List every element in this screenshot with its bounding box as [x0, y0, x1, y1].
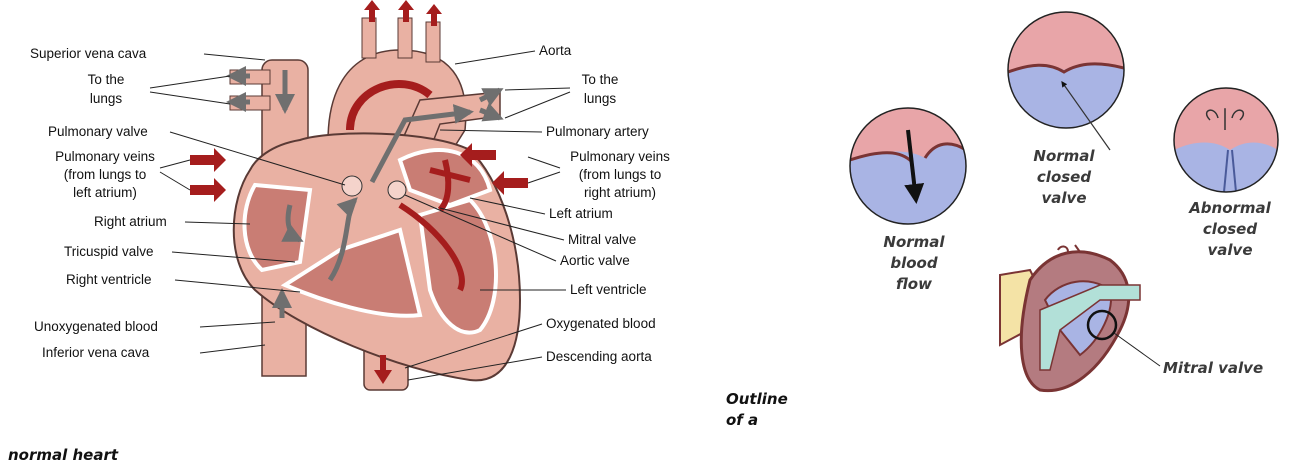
label-unoxygenated-blood: Unoxygenated blood	[34, 319, 158, 334]
label-superior-vena-cava: Superior vena cava	[30, 46, 147, 61]
label-normal-closed-valve-1: Normal	[1033, 147, 1095, 165]
caption-line-3: normal heart	[8, 446, 119, 464]
label-mitral-valve: Mitral valve	[568, 232, 636, 247]
normal-closed-valve-circle	[1008, 12, 1124, 150]
label-inferior-vena-cava: Inferior vena cava	[42, 345, 150, 360]
label-pulmonary-veins-left-1: Pulmonary veins	[55, 149, 155, 164]
label-oxygenated-blood: Oxygenated blood	[546, 316, 656, 331]
right-atrium-chamber	[245, 185, 310, 270]
label-pulmonary-veins-right-2: (from lungs to	[579, 167, 662, 182]
label-right-ventricle: Right ventricle	[66, 272, 152, 287]
aortic-valve-shape	[388, 181, 406, 199]
label-descending-aorta: Descending aorta	[546, 349, 652, 364]
label-normal-blood-flow-3: flow	[896, 275, 932, 293]
label-right-atrium: Right atrium	[94, 214, 167, 229]
label-to-lungs-right-2: lungs	[584, 91, 617, 106]
label-pulmonary-artery: Pulmonary artery	[546, 124, 649, 139]
label-normal-blood-flow-2: blood	[890, 254, 937, 272]
label-to-lungs-right-1: To the	[582, 72, 619, 87]
pulmonary-valve-shape	[342, 176, 362, 196]
label-to-lungs-left-2: lungs	[90, 91, 123, 106]
label-tricuspid-valve: Tricuspid valve	[64, 244, 154, 259]
label-to-lungs-left-1: To the	[88, 72, 125, 87]
label-pulmonary-veins-right-3: right atrium)	[584, 185, 656, 200]
label-pulmonary-veins-right-1: Pulmonary veins	[570, 149, 670, 164]
label-pulmonary-veins-left-2: (from lungs to	[64, 167, 147, 182]
label-left-atrium: Left atrium	[549, 206, 613, 221]
label-aorta: Aorta	[539, 43, 572, 58]
label-abnormal-closed-valve-1: Abnormal	[1188, 199, 1271, 217]
normal-blood-flow-circle	[850, 108, 966, 224]
label-pulmonary-valve: Pulmonary valve	[48, 124, 148, 139]
label-abnormal-closed-valve-2: closed	[1203, 220, 1257, 238]
label-left-ventricle: Left ventricle	[570, 282, 647, 297]
label-abnormal-closed-valve-3: valve	[1208, 241, 1253, 259]
caption-line-1: Outline	[726, 390, 788, 408]
abnormal-closed-valve-circle	[1174, 88, 1278, 192]
label-aortic-valve: Aortic valve	[560, 253, 630, 268]
caption-line-2: of a	[726, 411, 758, 429]
figure-caption: Outline of a normal heart	[8, 390, 788, 464]
heart-diagram	[190, 0, 528, 390]
mitral-valve-heart	[1000, 245, 1160, 391]
label-normal-closed-valve-3: valve	[1042, 189, 1087, 207]
label-pulmonary-veins-left-3: left atrium)	[73, 185, 137, 200]
label-mitral-valve-panel: Mitral valve	[1163, 359, 1263, 377]
label-normal-closed-valve-2: closed	[1037, 168, 1091, 186]
label-normal-blood-flow-1: Normal	[883, 233, 945, 251]
